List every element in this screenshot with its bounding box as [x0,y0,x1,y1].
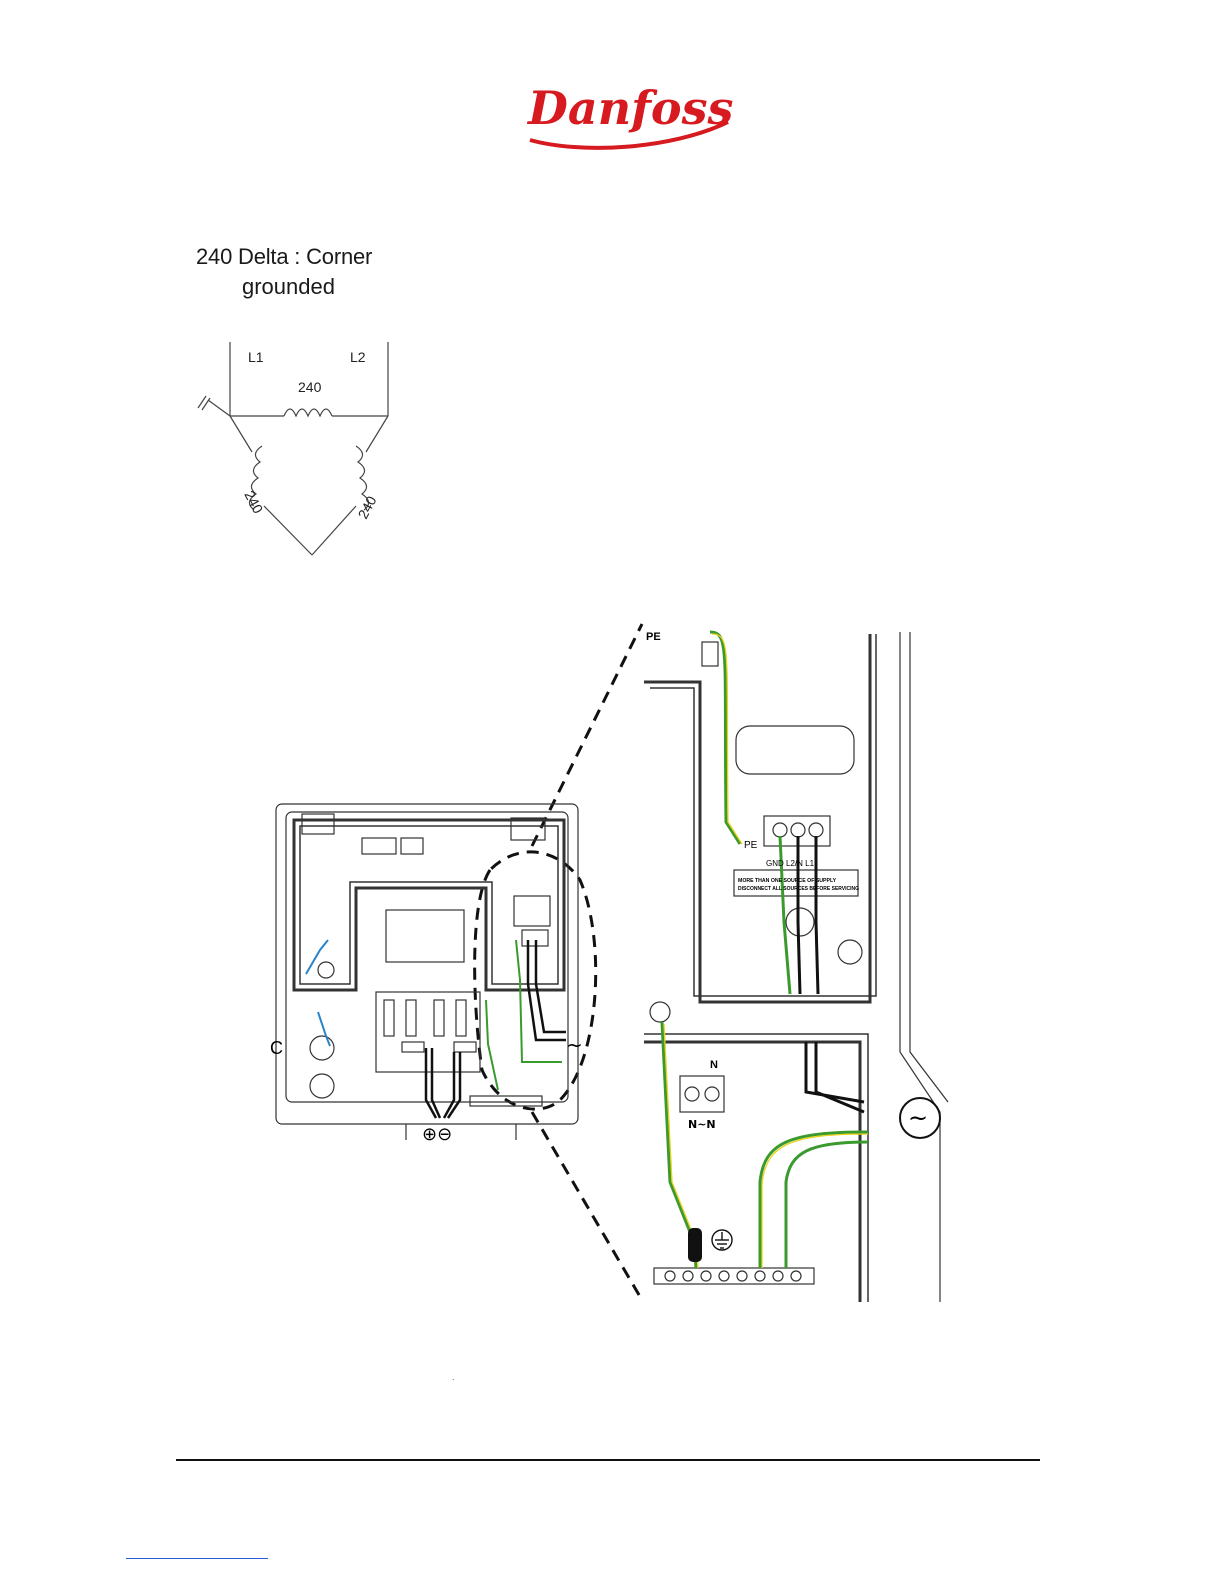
fuse-board [376,992,480,1072]
neutral-terminal [680,1076,724,1112]
pe-top-label: PE [646,631,661,643]
choke-left [302,814,334,834]
dc-switch [386,910,464,962]
stray-mark: . [452,1372,455,1382]
dc-polarity-symbols: ⊕⊖ [422,1124,452,1145]
ferrite-core [688,1228,702,1262]
inverter-overview-diagram: C ~ ⊕⊖ [266,800,606,1150]
ac-symbol: ~ [908,1104,928,1132]
ac-terminal-detail-diagram: PE PE GND L2/N L1 MORE THAN ONE SOURCE O… [640,622,970,1304]
terminal-labels: GND L2/N L1 [766,859,815,868]
footer-link-underline [126,1558,268,1559]
warning-text-line2: DISCONNECT ALL SOURCES BEFORE SERVICING [738,886,859,892]
conduit-symbol: C [270,1038,283,1058]
ground-icon [712,1230,732,1250]
toroid-choke [736,726,854,774]
neutral-label: N [710,1059,718,1071]
ground-bar [654,1268,814,1284]
warning-text-line1: MORE THAN ONE SOURCE OF SUPPLY [738,878,837,884]
neutral-bridge-label: N~N [688,1118,716,1131]
pe-terminal-label: PE [744,840,758,851]
footer-divider [176,1459,1040,1461]
ground-bar [470,1096,542,1106]
ac-symbol: ~ [566,1033,583,1057]
